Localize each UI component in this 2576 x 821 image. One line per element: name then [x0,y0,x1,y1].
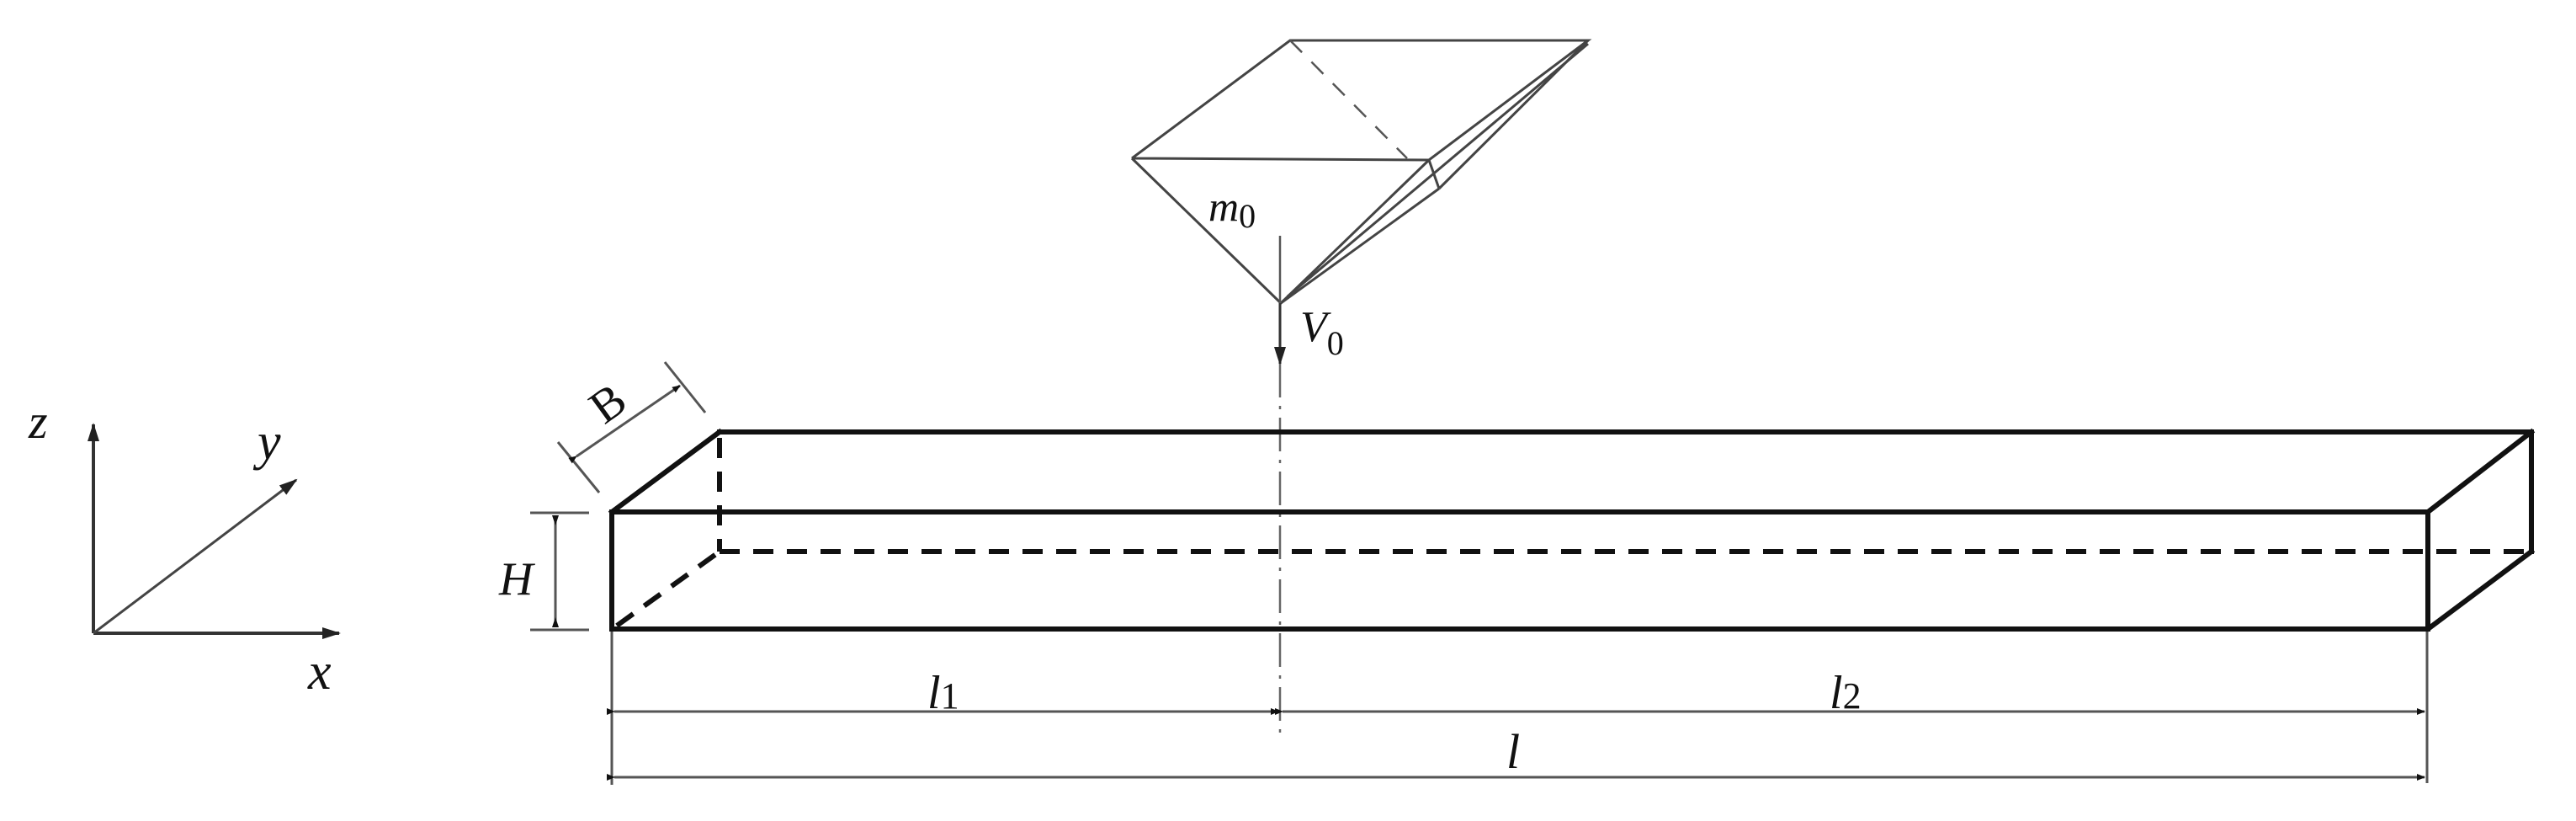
width-dimension: B [556,361,707,493]
l2-label: l2 [1830,667,1862,719]
y-axis-label: y [252,413,281,471]
beam [608,428,2536,633]
width-label: B [580,373,636,434]
z-axis-label: z [28,394,48,449]
l1-label: l1 [927,667,959,719]
velocity-indicator: V0 [1274,236,1344,737]
y-axis [93,478,298,635]
coordinate-axes: z y x [28,394,341,701]
height-label: H [498,553,535,605]
velocity-label: V0 [1300,303,1344,362]
x-axis-label: x [307,643,332,701]
length-dimensions: l1 l2 l [607,632,2429,785]
height-dimension: H [498,511,589,632]
wedge-impactor: m0 [1130,39,1592,306]
total-length-label: l [1506,724,1520,779]
mass-label: m0 [1208,183,1256,235]
